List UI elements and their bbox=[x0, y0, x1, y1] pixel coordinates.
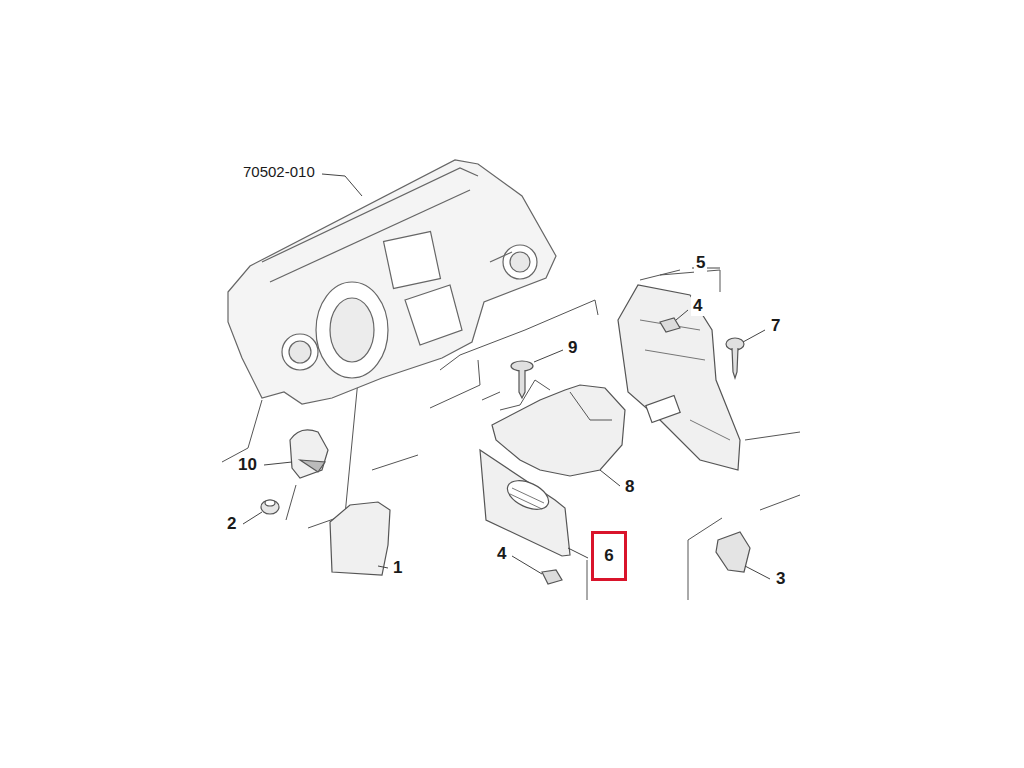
highlight-box: 6 bbox=[591, 531, 627, 581]
callout-number: 7 bbox=[769, 316, 782, 336]
callout-number: 4 bbox=[691, 296, 704, 316]
callout-number: 10 bbox=[236, 455, 259, 475]
callout-number: 2 bbox=[225, 514, 238, 534]
callout-number: 5 bbox=[694, 253, 707, 273]
callout-number: 1 bbox=[391, 558, 404, 578]
part-number: 70502-010 bbox=[241, 162, 317, 182]
callout-number: 8 bbox=[623, 477, 636, 497]
callout-number: 3 bbox=[774, 569, 787, 589]
callout-number: 9 bbox=[566, 338, 579, 358]
callout-number: 6 bbox=[604, 546, 613, 566]
callout-number: 4 bbox=[495, 544, 508, 564]
